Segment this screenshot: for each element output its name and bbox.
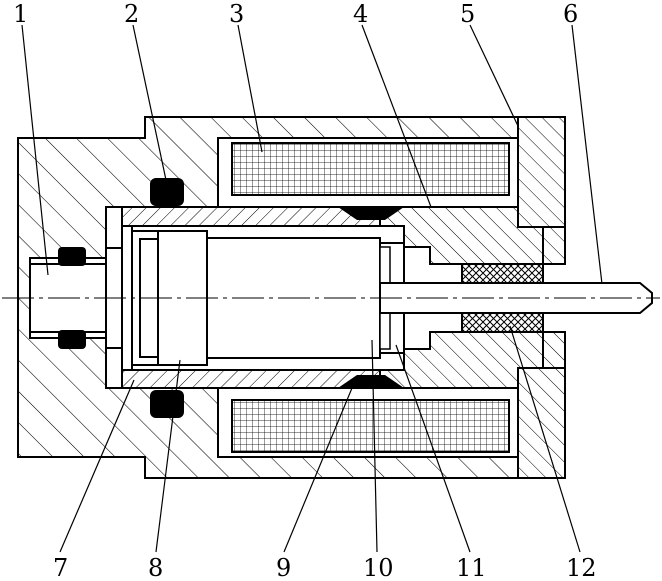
part-label-7: 7	[53, 554, 68, 581]
part-label-10: 10	[363, 554, 394, 581]
sleeve-tube-bottom	[121, 369, 381, 389]
leader-lines	[21, 24, 603, 553]
part-label-9: 9	[276, 554, 291, 581]
part-label-3: 3	[229, 0, 244, 28]
sleeve-tube-top	[121, 206, 381, 227]
left-rod-seal-bottom	[58, 330, 86, 349]
part-label-11: 11	[456, 554, 487, 581]
part-label-6: 6	[563, 0, 578, 28]
part-label-8: 8	[148, 554, 163, 581]
guide-bushing-bottom	[461, 312, 544, 333]
end-cap-top	[517, 116, 566, 228]
end-cap-bottom	[517, 367, 566, 479]
pole-piece-top	[379, 206, 544, 265]
coil-winding-top	[231, 142, 510, 196]
part-label-5: 5	[460, 0, 475, 28]
guide-bushing-top	[461, 263, 544, 284]
coil-winding-bottom	[231, 399, 510, 453]
part-label-2: 2	[124, 0, 139, 28]
part-label-12: 12	[566, 554, 597, 581]
weld-seal-top	[338, 207, 404, 220]
end-cap-mid-top	[542, 226, 566, 265]
o-ring-top	[150, 178, 184, 206]
part-label-1: 1	[13, 0, 28, 28]
weld-seal-bottom	[338, 375, 404, 388]
left-rod-seal-top	[58, 247, 86, 266]
part-label-4: 4	[353, 0, 368, 28]
o-ring-bottom	[150, 390, 184, 418]
end-cap-mid-bottom	[542, 331, 566, 369]
pole-piece-bottom	[379, 331, 544, 389]
